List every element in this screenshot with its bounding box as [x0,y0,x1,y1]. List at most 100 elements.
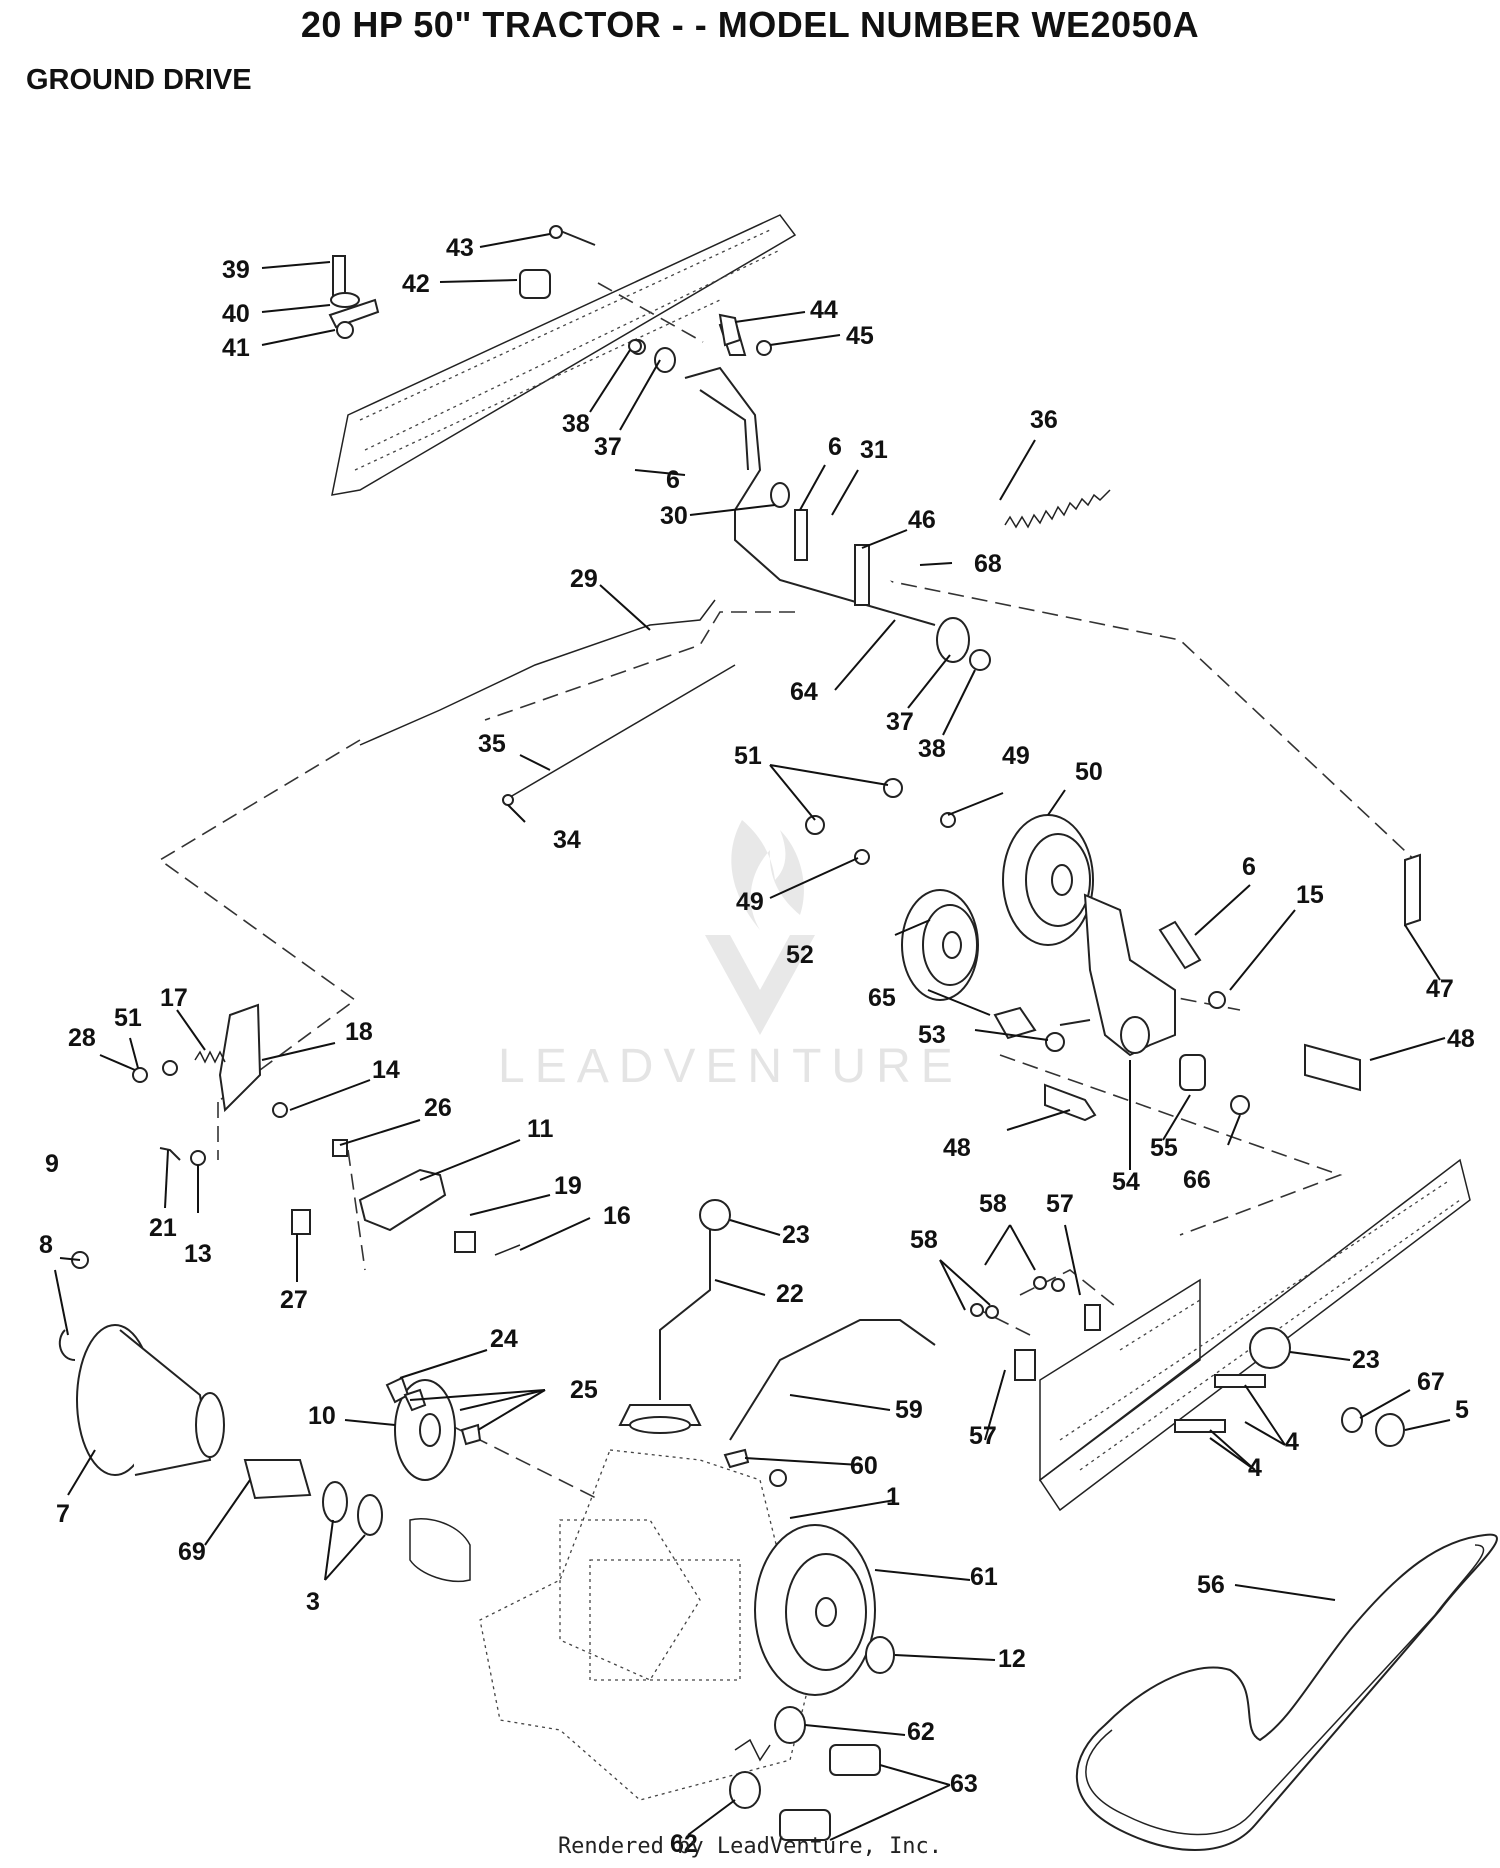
brake-disk-assembly [385,1376,482,1481]
callout-31: 31 [860,436,888,464]
callout-46: 46 [908,506,936,534]
callout-69: 69 [178,1538,206,1566]
callout-4-top: 4 [1285,1428,1299,1456]
watermark: LEADVENTURE [498,820,953,1093]
callout-58-top: 58 [979,1190,1007,1218]
render-credit: Rendered by LeadVenture, Inc. [557,1834,943,1859]
callout-49-low: 49 [736,888,764,916]
shift-rod [729,1319,936,1441]
axle-hub-assembly [58,1251,383,1536]
callout-9: 9 [45,1150,59,1178]
callout-48-right: 48 [1447,1025,1475,1053]
callout-29: 29 [570,565,598,593]
frame-bolts [970,1276,1405,1447]
callout-labels: 39 40 41 43 42 44 45 38 37 36 6 6 31 30 … [39,234,1475,1858]
callout-15: 15 [1296,881,1324,909]
callout-17: 17 [160,984,188,1012]
callout-5: 5 [1455,1396,1469,1424]
callout-27: 27 [280,1286,308,1314]
callout-45: 45 [846,322,874,350]
callout-16: 16 [603,1202,631,1230]
callout-65: 65 [868,984,896,1012]
idler-pulleys [805,778,1094,1001]
control-rod [359,599,716,746]
callout-38-mid: 38 [918,735,946,763]
callout-57-top: 57 [1046,1190,1074,1218]
callout-67: 67 [1417,1368,1445,1396]
callout-1: 1 [886,1483,900,1511]
callout-23-knob: 23 [782,1221,810,1249]
idler-bracket [993,893,1361,1122]
callout-30: 30 [660,502,688,530]
callout-47: 47 [1426,975,1454,1003]
shift-rod-clip [723,1448,750,1469]
callout-19: 19 [554,1172,582,1200]
callout-4-bottom: 4 [1248,1454,1262,1482]
callout-40: 40 [222,300,250,328]
leader-lines [54,233,1451,1841]
callout-42: 42 [402,270,430,298]
callout-35: 35 [478,730,506,758]
callout-43: 43 [446,234,474,262]
callout-12: 12 [998,1645,1026,1673]
transaxle-pulley [754,1469,895,1696]
callout-10: 10 [308,1402,336,1430]
callout-13: 13 [184,1240,212,1268]
drive-belt [1075,1533,1498,1851]
callout-62-right: 62 [907,1718,935,1746]
callout-50: 50 [1075,758,1103,786]
callout-36: 36 [1030,406,1058,434]
callout-56: 56 [1197,1571,1225,1599]
callout-39: 39 [222,256,250,284]
rod-end-ferrule [502,794,514,806]
callout-68: 68 [974,550,1002,578]
callout-54: 54 [1112,1168,1140,1196]
top-hardware [328,225,772,356]
callout-49-top: 49 [1002,742,1030,770]
callout-59: 59 [895,1396,923,1424]
link-rod [504,664,736,801]
callout-61: 61 [970,1563,998,1591]
callout-60: 60 [850,1452,878,1480]
spring [1004,489,1111,529]
callout-48-left: 48 [943,1134,971,1162]
brake-bracket-assembly [132,1003,521,1256]
callout-55: 55 [1150,1134,1178,1162]
callout-6-c: 6 [1242,853,1256,881]
callout-14: 14 [372,1056,400,1084]
shift-lever-assembly [618,1199,731,1434]
callout-52: 52 [786,941,814,969]
callout-41: 41 [222,334,250,362]
callout-34: 34 [553,826,581,854]
callout-57-bottom: 57 [969,1422,997,1450]
callout-8: 8 [39,1231,53,1259]
callout-38-top: 38 [562,410,590,438]
callout-37-top: 37 [594,433,622,461]
callout-44: 44 [810,296,838,324]
callout-51-left: 51 [114,1004,142,1032]
callout-62-bottom: 62 [670,1830,698,1858]
callout-6-b: 6 [828,433,842,461]
rod-bracket [1404,853,1421,927]
callout-23-frame: 23 [1352,1346,1380,1374]
upper-frame-rail [331,214,797,496]
pedal-shaft-assembly [630,318,991,671]
callout-28: 28 [68,1024,96,1052]
callout-18: 18 [345,1018,373,1046]
callout-6-a: 6 [666,466,680,494]
callout-22: 22 [776,1280,804,1308]
transaxle-lower-hardware [729,1706,881,1841]
section-title: GROUND DRIVE [26,64,252,96]
callout-37-mid: 37 [886,708,914,736]
callout-21: 21 [149,1214,177,1242]
callout-64: 64 [790,678,818,706]
callout-11: 11 [527,1115,554,1143]
callout-26: 26 [424,1094,452,1122]
page-title: 20 HP 50" TRACTOR - - MODEL NUMBER WE205… [300,4,1200,45]
drive-belt-inner [1085,1544,1485,1836]
callout-3: 3 [306,1588,320,1616]
callout-51-right: 51 [734,742,762,770]
transaxle-housing [409,1449,831,1801]
callout-58-left: 58 [910,1226,938,1254]
